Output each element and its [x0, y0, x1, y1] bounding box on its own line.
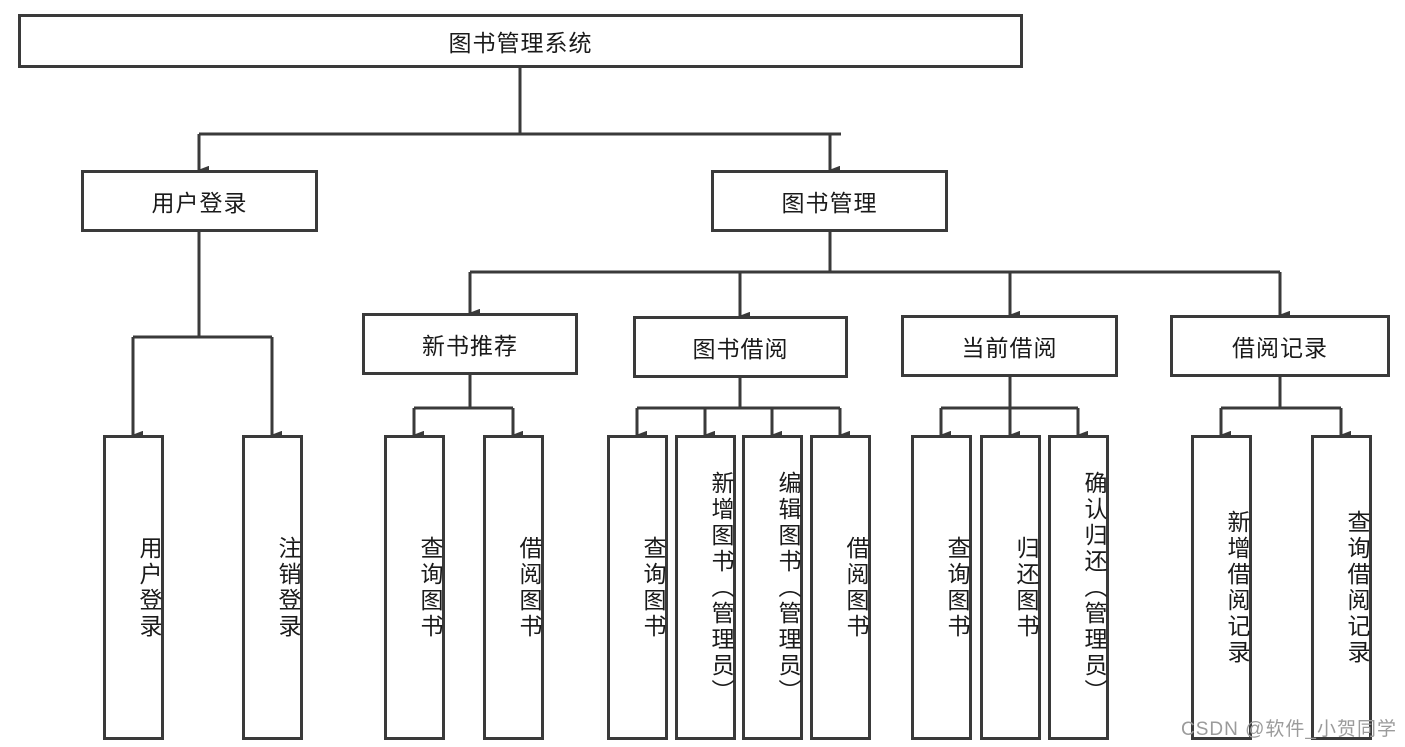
node-leaf-query-borrow-record[interactable]: 查询借阅记录	[1311, 435, 1372, 740]
node-leaf-confirm-return-admin[interactable]: 确认归还（管理员）	[1048, 435, 1109, 740]
node-leaf-edit-book-admin[interactable]: 编辑图书（管理员）	[742, 435, 803, 740]
node-label: 借阅图书	[516, 535, 542, 640]
node-borrow-record[interactable]: 借阅记录	[1170, 315, 1390, 377]
node-label: 用户登录	[136, 535, 162, 640]
node-leaf-add-book-admin[interactable]: 新增图书（管理员）	[675, 435, 736, 740]
node-label: 新增图书（管理员）	[708, 470, 734, 705]
node-label: 查询图书	[944, 535, 970, 640]
node-label: 查询图书	[640, 535, 666, 640]
node-book-management[interactable]: 图书管理	[711, 170, 948, 232]
node-label: 图书管理系统	[448, 30, 593, 56]
node-root-library-management-system[interactable]: 图书管理系统	[18, 14, 1023, 68]
node-label: 确认归还（管理员）	[1081, 470, 1107, 705]
node-label: 新书推荐	[422, 333, 518, 359]
node-leaf-return-book[interactable]: 归还图书	[980, 435, 1041, 740]
node-label: 查询借阅记录	[1344, 509, 1370, 666]
node-book-borrow[interactable]: 图书借阅	[633, 316, 848, 378]
node-label: 当前借阅	[961, 335, 1058, 361]
node-label: 查询图书	[417, 535, 443, 640]
node-label: 借阅图书	[843, 535, 869, 640]
node-label: 借阅记录	[1232, 335, 1328, 361]
node-label: 图书借阅	[692, 336, 789, 362]
node-label: 图书管理	[781, 190, 878, 216]
node-new-book-recommend[interactable]: 新书推荐	[362, 313, 578, 375]
node-leaf-user-login[interactable]: 用户登录	[103, 435, 164, 740]
node-leaf-add-borrow-record[interactable]: 新增借阅记录	[1191, 435, 1252, 740]
node-leaf-borrow-book-recommend[interactable]: 借阅图书	[483, 435, 544, 740]
node-leaf-query-book-recommend[interactable]: 查询图书	[384, 435, 445, 740]
node-leaf-query-book-borrow[interactable]: 查询图书	[607, 435, 668, 740]
node-label: 归还图书	[1013, 535, 1039, 640]
node-label: 用户登录	[151, 190, 248, 216]
node-label: 注销登录	[275, 535, 301, 640]
node-label: 新增借阅记录	[1224, 509, 1250, 666]
node-current-borrow[interactable]: 当前借阅	[901, 315, 1118, 377]
node-user-login[interactable]: 用户登录	[81, 170, 318, 232]
node-leaf-query-book-current[interactable]: 查询图书	[911, 435, 972, 740]
node-label: 编辑图书（管理员）	[775, 470, 801, 705]
node-leaf-logout[interactable]: 注销登录	[242, 435, 303, 740]
node-leaf-borrow-book[interactable]: 借阅图书	[810, 435, 871, 740]
